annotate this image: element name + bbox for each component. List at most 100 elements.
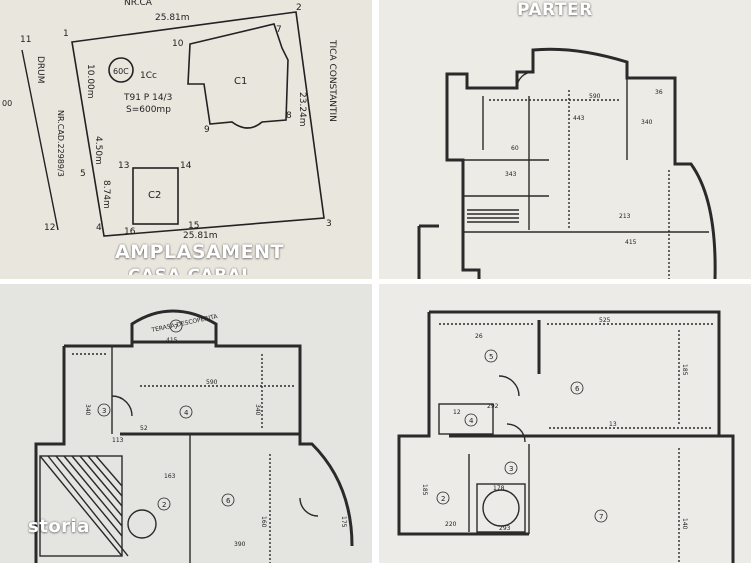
dim-label: 293 bbox=[499, 525, 511, 532]
lot-code: 1Cc bbox=[140, 71, 157, 81]
dim-label: 163 bbox=[164, 473, 176, 480]
dim-label: 12 bbox=[453, 409, 461, 416]
point-label: 8 bbox=[286, 111, 292, 121]
dim-label: 220 bbox=[445, 521, 457, 528]
dim-label: 292 bbox=[487, 403, 499, 410]
dim-left-lower: 8.74m bbox=[101, 180, 111, 209]
outer-wall-left bbox=[397, 312, 529, 536]
dim-label: 213 bbox=[619, 213, 631, 220]
point-label: 1 bbox=[63, 29, 69, 39]
room-number: 6 bbox=[226, 497, 231, 505]
building-c2-label: C2 bbox=[148, 190, 161, 201]
terrace-label: TERASA DESCOPERITA bbox=[150, 313, 219, 334]
outer-wall-top bbox=[64, 340, 354, 547]
point-label: 12 bbox=[44, 223, 55, 233]
dim-label: 52 bbox=[140, 425, 148, 432]
lot-area: S=600mp bbox=[126, 105, 171, 115]
site-plan-panel: NR.CA 25.81m 25.81m 1Cc T91 P 14/3 S=600… bbox=[0, 0, 372, 279]
watermark-parter: PARTER bbox=[517, 0, 593, 20]
dim-label: 13 bbox=[609, 421, 617, 428]
dim-label: 340 bbox=[84, 404, 91, 416]
dim-label: 415 bbox=[625, 239, 637, 246]
spiral-stair bbox=[127, 509, 157, 539]
outer-wall-top bbox=[445, 47, 717, 279]
road-label: DRUM bbox=[35, 56, 45, 84]
dim-label: 443 bbox=[573, 115, 585, 122]
stair-box bbox=[476, 483, 526, 533]
point-label: 7 bbox=[276, 25, 282, 35]
room-number: 6 bbox=[575, 385, 580, 393]
site-plan-drawing: NR.CA 25.81m 25.81m 1Cc T91 P 14/3 S=600… bbox=[2, 0, 337, 241]
dim-label: 60 bbox=[511, 145, 519, 152]
dim-label: 390 bbox=[234, 541, 246, 548]
room-number: 4 bbox=[469, 417, 474, 425]
door-swing bbox=[506, 423, 526, 443]
cad-label: NR.CAD.22989/3 bbox=[56, 110, 65, 177]
point-label: 13 bbox=[118, 161, 129, 171]
door-swing bbox=[516, 71, 534, 89]
bath-box bbox=[438, 403, 494, 435]
lot-boundary bbox=[71, 11, 325, 237]
dim-label: 185 bbox=[681, 364, 688, 376]
watermark-casa-partial: CASA CABAL bbox=[128, 266, 253, 279]
point-label: 2 bbox=[296, 3, 302, 13]
stair-hatch bbox=[39, 455, 129, 557]
dim-bottom: 25.81m bbox=[183, 231, 218, 241]
dim-label: 343 bbox=[505, 171, 517, 178]
lot-circle bbox=[108, 57, 134, 83]
building-c1-label: C1 bbox=[234, 76, 247, 87]
point-label: 16 bbox=[124, 227, 136, 237]
second-floor-drawing: 5 6 4 3 2 7 525 26 292 13 12 185 220 bbox=[397, 310, 735, 563]
outer-wall-left bbox=[445, 96, 481, 279]
dim-label: 590 bbox=[589, 93, 601, 100]
dim-label: 525 bbox=[599, 317, 611, 324]
ground-floor-panel: 590 443 340 343 213 60 36 415 PARTER bbox=[379, 0, 751, 279]
circle-label: 60C bbox=[113, 67, 129, 76]
point-label: 4 bbox=[96, 223, 102, 233]
point-label: 3 bbox=[326, 219, 332, 229]
left-marker: 00 bbox=[2, 99, 12, 108]
dim-left-mid: 4.50m bbox=[93, 136, 103, 165]
watermark-brand: storia bbox=[28, 516, 90, 537]
point-label: 11 bbox=[20, 35, 31, 45]
terrace-arc bbox=[130, 309, 218, 342]
dim-label: 185 bbox=[421, 484, 428, 496]
point-label: 5 bbox=[80, 169, 86, 179]
first-floor-drawing: 7 4 3 2 6 TERASA DESCOPERITA 415 340 590… bbox=[34, 309, 354, 563]
room-number: 7 bbox=[174, 323, 178, 331]
room-number: 5 bbox=[489, 353, 493, 361]
dim-label: 26 bbox=[475, 333, 483, 340]
dim-label: 36 bbox=[655, 89, 663, 96]
dim-label: 175 bbox=[340, 516, 347, 528]
dim-label: 113 bbox=[112, 437, 124, 444]
point-label: 9 bbox=[204, 125, 210, 135]
dim-top: 25.81m bbox=[155, 13, 190, 23]
point-label: 10 bbox=[172, 39, 184, 49]
door-swing bbox=[111, 395, 133, 417]
first-floor-panel: 7 4 3 2 6 TERASA DESCOPERITA 415 340 590… bbox=[0, 284, 372, 563]
dim-left-upper: 10.00m bbox=[85, 64, 95, 99]
dim-label: 590 bbox=[206, 379, 218, 386]
stair-box bbox=[39, 455, 123, 557]
stair-treads bbox=[467, 209, 519, 223]
dim-label: 340 bbox=[641, 119, 653, 126]
lot-ref: T91 P 14/3 bbox=[123, 93, 172, 103]
room-number: 3 bbox=[102, 407, 106, 415]
point-label: 14 bbox=[180, 161, 192, 171]
building-c1-outline bbox=[187, 23, 289, 129]
terrace-dim: 415 bbox=[166, 337, 178, 344]
room-number: 3 bbox=[509, 465, 513, 473]
dim-label: 340 bbox=[254, 404, 261, 416]
road-line bbox=[21, 49, 59, 231]
room-number: 2 bbox=[162, 501, 166, 509]
room-number: 4 bbox=[184, 409, 189, 417]
dim-label: 140 bbox=[681, 518, 688, 530]
point-label: 15 bbox=[188, 221, 199, 231]
dim-label: 160 bbox=[260, 516, 267, 528]
ground-floor-drawing: 590 443 340 343 213 60 36 415 bbox=[417, 47, 717, 279]
room-number: 7 bbox=[599, 513, 603, 521]
second-floor-panel: 5 6 4 3 2 7 525 26 292 13 12 185 220 bbox=[379, 284, 751, 563]
building-c2-outline bbox=[132, 167, 179, 225]
street-label: TICA CONSTANTIN bbox=[327, 39, 337, 122]
watermark-amplasament: AMPLASAMENT bbox=[115, 241, 284, 263]
